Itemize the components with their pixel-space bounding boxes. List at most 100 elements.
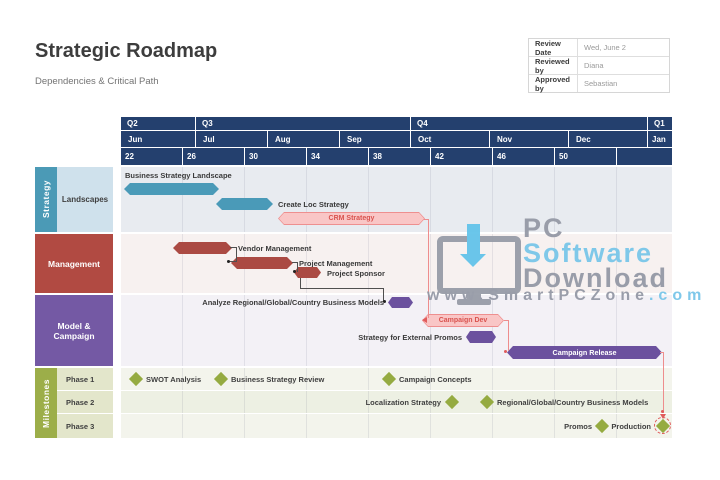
bar-crm-strategy: CRM Strategy: [278, 212, 425, 225]
lane-landscapes-label: Landscapes: [61, 195, 109, 204]
month-cell: Sep: [340, 131, 411, 147]
connector-pm-to-sponsor: [292, 262, 298, 263]
phase-1-label: Phase 1: [66, 374, 95, 384]
phase-1-band: [121, 368, 672, 390]
week-cell: 22: [121, 148, 183, 165]
milestone-bsr-label: Business Strategy Review: [231, 375, 325, 384]
campaign-dev-fill: [423, 315, 503, 326]
bar-analyze-models: [388, 297, 413, 308]
bar-vendor-management: [173, 242, 232, 254]
connector-dot: [227, 260, 230, 263]
bar-project-management: [231, 257, 293, 269]
review-label: Approved by: [529, 75, 578, 93]
month-cell: Aug: [268, 131, 340, 147]
week-cell: 34: [307, 148, 369, 165]
bar-text-campaign-release: Campaign Release: [552, 348, 617, 357]
month-cell: Nov: [490, 131, 569, 147]
review-label: Reviewed by: [529, 57, 578, 75]
week-cell: 30: [245, 148, 307, 165]
lane-landscapes-cell: Landscapes: [57, 167, 113, 232]
week-cell: 50: [555, 148, 617, 165]
critical-arrow-down: [660, 414, 666, 419]
month-cell: Oct: [411, 131, 490, 147]
lane-management-label: Management: [48, 258, 100, 269]
production-critical-circle: [654, 417, 671, 434]
strategy-band: [121, 167, 672, 232]
milestone-regional-label: Regional/Global/Country Business Models: [497, 398, 649, 407]
quarter-row: Q2 Q3 Q4 Q1: [121, 117, 672, 130]
milestone-campaign-concepts-label: Campaign Concepts: [399, 375, 472, 384]
connector-sponsor-to-analyze: [383, 288, 384, 301]
week-cell: 46: [493, 148, 555, 165]
lane-milestones-label: Milestones: [41, 378, 51, 428]
review-value: Wed, June 2: [584, 43, 626, 52]
critical-connector-crm-to-dev: [428, 219, 429, 318]
bar-business-strategy-landscape: [124, 183, 219, 195]
review-row: Approved by Sebastian: [529, 75, 669, 93]
bar-campaign-release: Campaign Release: [507, 346, 662, 359]
week-cell: 26: [183, 148, 245, 165]
lane-management-header: Management: [35, 234, 113, 293]
lane-model-label: Model & Campaign: [53, 320, 95, 341]
connector-dot: [383, 300, 386, 303]
critical-connector-release-to-production: [660, 352, 664, 353]
crm-strategy-fill: [279, 213, 424, 224]
quarter-cell: Q4: [411, 117, 648, 130]
review-value: Sebastian: [584, 79, 618, 88]
critical-connector-dot: [504, 350, 507, 353]
week-row: 22 26 30 34 38 42 46 50: [121, 148, 672, 165]
milestone-localization-label: Localization Strategy: [365, 398, 441, 407]
timeline-header: Q2 Q3 Q4 Q1 Jun Jul Aug Sep Oct Nov Dec …: [121, 117, 672, 166]
connector-dot: [293, 270, 296, 273]
bar-label-analyze-models: Analyze Regional/Global/Country Business…: [202, 298, 384, 307]
bar-project-sponsor: [294, 267, 321, 278]
milestone-swot-label: SWOT Analysis: [146, 375, 202, 384]
bar-label-external-promos: Strategy for External Promos: [358, 333, 462, 342]
quarter-cell: Q1: [648, 117, 672, 130]
phase-1-cell: Phase 1: [57, 368, 113, 390]
connector-pm-to-sponsor: [297, 262, 298, 272]
bar-external-promos: [466, 331, 496, 343]
phase-3-band: [121, 414, 672, 438]
quarter-cell: Q3: [196, 117, 411, 130]
milestone-production-label: Production: [611, 422, 651, 431]
critical-connector-dev-to-release: [508, 320, 509, 351]
critical-connector-crm-to-dev: [424, 219, 429, 220]
lane-model-header: Model & Campaign: [35, 295, 113, 366]
review-row: Reviewed by Diana: [529, 57, 669, 75]
phase-3-cell: Phase 3: [57, 414, 113, 438]
critical-connector-dot: [661, 410, 664, 413]
bar-create-loc-strategy: [216, 198, 273, 210]
week-cell-empty: [617, 148, 672, 165]
bar-campaign-dev: Campaign Dev: [422, 314, 504, 327]
lane-strategy-label: Strategy: [41, 180, 51, 219]
connector-vendor-to-pm: [230, 247, 236, 248]
page-subtitle: Dependencies & Critical Path: [35, 76, 159, 87]
week-cell: 42: [431, 148, 493, 165]
critical-connector-release-to-production: [663, 352, 664, 413]
bar-label-project-sponsor: Project Sponsor: [327, 269, 385, 278]
week-cell: 38: [369, 148, 431, 165]
bar-text-campaign-dev: Campaign Dev: [438, 317, 488, 324]
month-row: Jun Jul Aug Sep Oct Nov Dec Jan: [121, 131, 672, 147]
connector-vendor-to-pm: [229, 261, 237, 262]
bar-label-project-management: Project Management: [299, 259, 373, 268]
month-cell: Jan: [648, 131, 672, 147]
month-cell: Dec: [569, 131, 648, 147]
bar-text-crm-strategy: CRM Strategy: [328, 215, 375, 222]
connector-sponsor-to-analyze: [300, 278, 301, 288]
critical-connector-dev-to-release: [504, 320, 509, 321]
bar-label-create-loc-strategy: Create Loc Strategy: [278, 200, 349, 209]
month-cell: Jul: [196, 131, 268, 147]
connector-sponsor-to-analyze: [300, 288, 384, 289]
connector-vendor-to-pm: [236, 247, 237, 262]
review-row: Review Date Wed, June 2: [529, 39, 669, 57]
lane-strategy-header: Strategy: [35, 167, 57, 232]
phase-2-band: [121, 391, 672, 413]
phase-2-cell: Phase 2: [57, 391, 113, 413]
lane-milestones-header: Milestones: [35, 368, 57, 438]
review-table: Review Date Wed, June 2 Reviewed by Dian…: [528, 38, 670, 93]
page-title: Strategic Roadmap: [35, 40, 218, 62]
phase-2-label: Phase 2: [66, 397, 95, 407]
